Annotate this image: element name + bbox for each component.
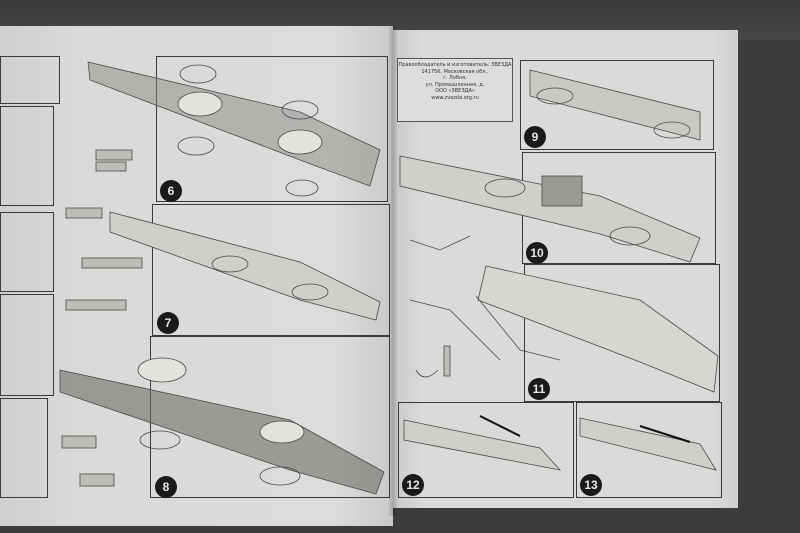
step-number-8: 8 [155, 476, 177, 498]
step-7-box [152, 204, 390, 336]
step-number-9: 9 [524, 126, 546, 148]
address-line: г. Лобня, [443, 75, 467, 81]
step-13-box [576, 402, 722, 498]
step-number-10: 10 [526, 242, 548, 264]
step-number-7: 7 [157, 312, 179, 334]
panel-partial-1 [0, 56, 60, 104]
address-line: ООО «ЗВЕЗДА» [435, 88, 475, 94]
step-11-box [524, 264, 720, 402]
panel-partial-3 [0, 212, 54, 292]
step-number-11: 11 [528, 378, 550, 400]
step-number-12: 12 [402, 474, 424, 496]
panel-partial-5 [0, 398, 48, 498]
page-fold-shadow [388, 26, 398, 516]
address-line: Правообладатель и изготовитель: ЗВЕЗДА [398, 62, 512, 68]
address-line: ул. Промышленная, д. [425, 81, 485, 88]
step-number-6: 6 [160, 180, 182, 202]
panel-partial-2 [0, 106, 54, 206]
address-line: 141756, Московская обл., [421, 68, 489, 75]
panel-partial-4 [0, 294, 54, 396]
step-12-box [398, 402, 574, 498]
address-line: www.zvezda.org.ru [431, 94, 479, 101]
manufacturer-address-box: Правообладатель и изготовитель: ЗВЕЗДА 1… [397, 58, 513, 122]
step-number-13: 13 [580, 474, 602, 496]
step-9-box [520, 60, 714, 150]
step-6-box [156, 56, 388, 202]
